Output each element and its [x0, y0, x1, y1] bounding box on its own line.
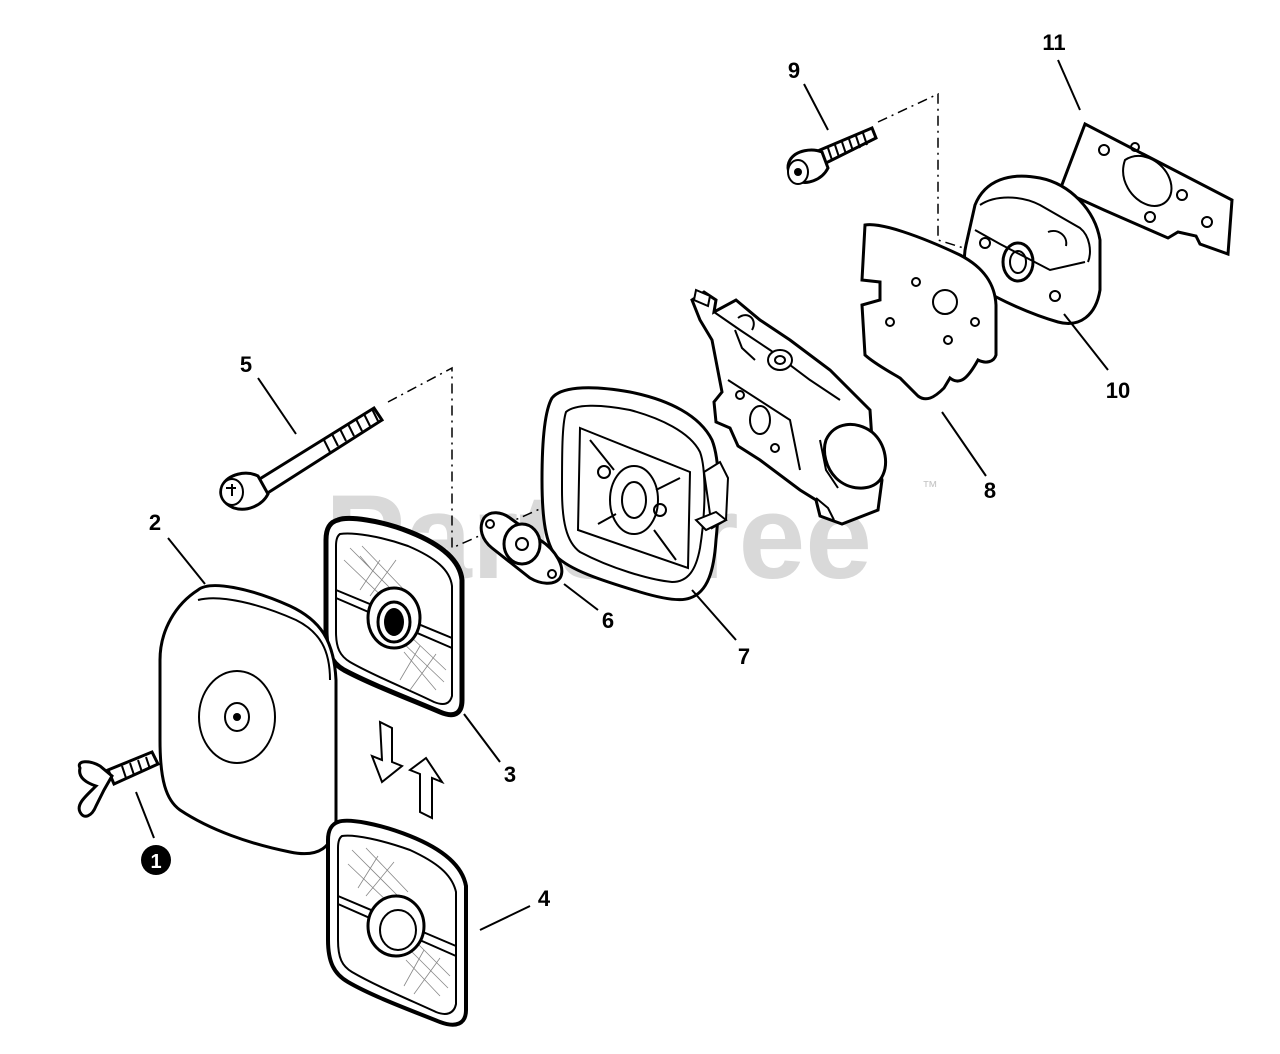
arrow-up-icon [407, 756, 445, 820]
callout-9[interactable]: 9 [788, 58, 800, 83]
filter-element-icon[interactable] [326, 818, 468, 1027]
wing-bolt-icon[interactable] [77, 750, 161, 818]
gasket-icon[interactable] [860, 223, 998, 401]
callout-10[interactable]: 10 [1106, 378, 1130, 403]
callout-6[interactable]: 6 [602, 608, 614, 633]
bolt-icon[interactable] [786, 126, 878, 185]
spacer-icon[interactable] [479, 511, 564, 585]
leader-lines [135, 59, 1109, 931]
callout-1-label: 1 [150, 851, 161, 873]
watermark-trademark: ™ [922, 479, 938, 496]
arrow-down-icon [370, 720, 404, 784]
carburetor-icon[interactable] [690, 288, 888, 526]
callout-3[interactable]: 3 [504, 762, 516, 787]
callout-2[interactable]: 2 [149, 510, 161, 535]
callout-5[interactable]: 5 [240, 352, 252, 377]
gasket-icon[interactable] [1058, 121, 1234, 257]
callout-4[interactable]: 4 [538, 886, 551, 911]
callout-1[interactable]: 1 [141, 845, 171, 875]
callout-1-badge [141, 845, 171, 875]
callout-7[interactable]: 7 [738, 644, 750, 669]
callout-11[interactable]: 11 [1042, 30, 1065, 55]
callout-8[interactable]: 8 [984, 478, 996, 503]
air-filter-icon[interactable] [323, 516, 465, 718]
long-bolt-icon[interactable] [219, 405, 385, 511]
filter-cover-icon[interactable] [158, 584, 338, 856]
